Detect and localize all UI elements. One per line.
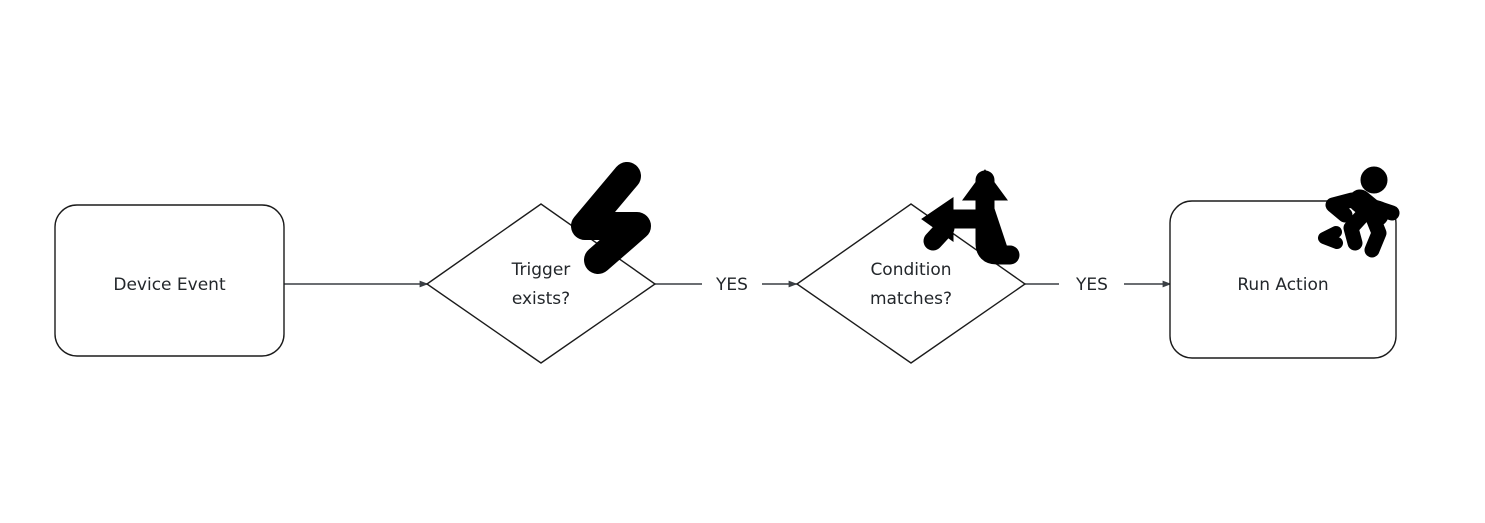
- condition-matches-label-line1: Condition: [870, 260, 951, 280]
- trigger-exists-label-line1: Trigger: [511, 260, 571, 280]
- device-event-label: Device Event: [113, 275, 226, 295]
- node-run-action[interactable]: Run Action: [1169, 166, 1400, 359]
- running-person-icon: [1318, 166, 1400, 258]
- lightning-bolt-icon: [571, 162, 651, 274]
- trigger-exists-label-line2: exists?: [512, 289, 570, 309]
- node-condition-matches[interactable]: Condition matches?: [795, 169, 1027, 364]
- fork-arrow-icon: [921, 169, 1020, 265]
- edge-condition-to-action: YES: [1025, 275, 1172, 295]
- condition-matches-shape[interactable]: [795, 203, 1027, 364]
- edge-trigger-to-condition: YES: [655, 275, 798, 295]
- trigger-exists-shape[interactable]: [425, 203, 657, 364]
- node-trigger-exists[interactable]: Trigger exists?: [425, 162, 657, 364]
- node-device-event[interactable]: Device Event: [54, 204, 285, 357]
- edge-label-yes-2: YES: [1075, 275, 1108, 295]
- run-action-label: Run Action: [1237, 275, 1328, 295]
- device-event-shape[interactable]: [54, 204, 285, 357]
- edge-label-yes-1: YES: [715, 275, 748, 295]
- condition-matches-label-line2: matches?: [870, 289, 952, 309]
